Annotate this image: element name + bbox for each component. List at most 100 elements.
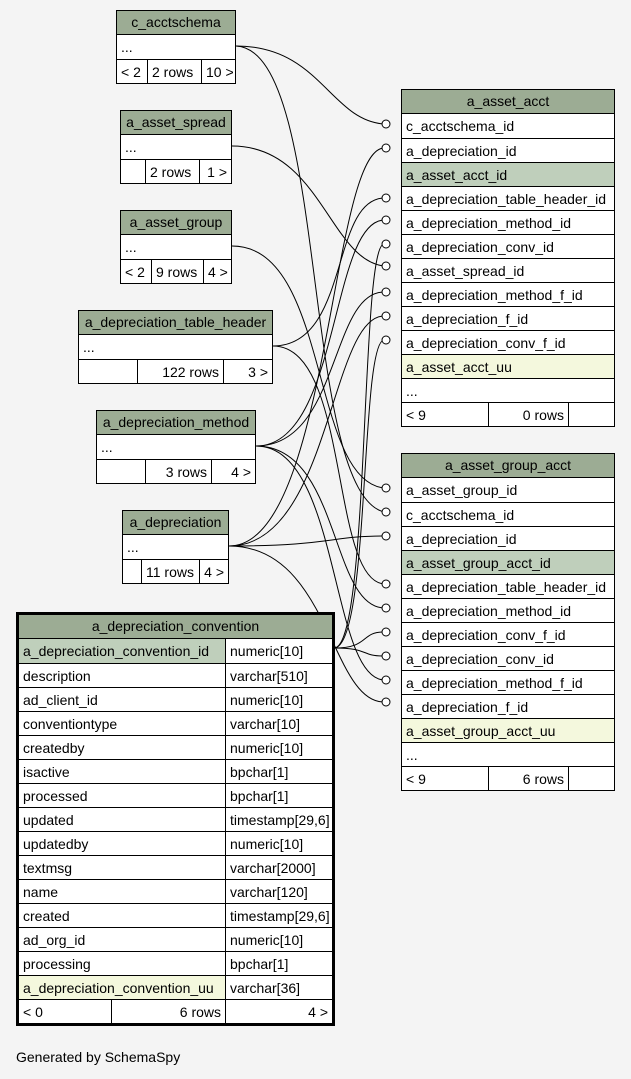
column-a-depreciation-f-id[interactable]: a_depreciation_f_id: [406, 699, 529, 715]
column-a-depreciation-conv-f-id[interactable]: a_depreciation_conv_f_id: [406, 335, 566, 351]
table-a-depreciation-table-header[interactable]: a_depreciation_table_header ... 122 rows…: [78, 310, 273, 384]
column-name[interactable]: ad_org_id: [23, 932, 86, 948]
column-a-asset-spread-id[interactable]: a_asset_spread_id: [406, 263, 525, 279]
column-row[interactable]: processed bpchar[1]: [19, 783, 332, 807]
column-a-depreciation-conv-f-id[interactable]: a_depreciation_conv_f_id: [406, 627, 566, 643]
column-row[interactable]: updated timestamp[29,6]: [19, 807, 332, 831]
column-name[interactable]: name: [23, 884, 59, 900]
column-name[interactable]: a_depreciation_convention_uu: [23, 980, 214, 996]
table-a-asset-group-acct[interactable]: a_asset_group_acct a_asset_group_id c_ac…: [401, 453, 615, 791]
footer-rows: 122 rows: [137, 360, 223, 383]
column-name[interactable]: ad_client_id: [23, 692, 98, 708]
footer-parents[interactable]: [79, 360, 137, 383]
column-type: timestamp[29,6]: [225, 808, 332, 831]
column-a-asset-group-acct-id[interactable]: a_asset_group_acct_id: [406, 555, 551, 571]
column-a-asset-acct-uu[interactable]: a_asset_acct_uu: [406, 359, 512, 375]
column-a-depreciation-method-id[interactable]: a_depreciation_method_id: [406, 603, 572, 619]
column-name[interactable]: created: [23, 908, 70, 924]
column-name[interactable]: createdby: [23, 740, 85, 756]
column-name[interactable]: isactive: [23, 764, 70, 780]
footer-children[interactable]: 4 >: [211, 460, 255, 483]
column-a-depreciation-table-header-id[interactable]: a_depreciation_table_header_id: [406, 579, 607, 595]
footer-parents[interactable]: < 9: [406, 771, 426, 787]
footer-children[interactable]: [568, 403, 614, 426]
table-title[interactable]: a_depreciation_convention: [19, 615, 332, 639]
footer-parents[interactable]: [121, 160, 145, 183]
table-title[interactable]: a_depreciation_table_header: [79, 311, 272, 335]
table-title[interactable]: a_asset_group: [121, 211, 231, 235]
column-name[interactable]: processed: [23, 788, 88, 804]
column-a-depreciation-id[interactable]: a_depreciation_id: [406, 531, 517, 547]
column-type: bpchar[1]: [225, 784, 332, 807]
footer-parents[interactable]: < 9: [406, 407, 426, 423]
column-a-asset-group-acct-uu[interactable]: a_asset_group_acct_uu: [406, 723, 556, 739]
footer-rows: 2 rows: [147, 60, 201, 83]
column-name[interactable]: updated: [23, 812, 74, 828]
column-row[interactable]: updatedby numeric[10]: [19, 831, 332, 855]
column-a-depreciation-table-header-id[interactable]: a_depreciation_table_header_id: [406, 191, 607, 207]
footer-children[interactable]: 10 >: [201, 60, 235, 83]
footer-rows: 11 rows: [141, 560, 199, 583]
column-type: varchar[2000]: [225, 856, 332, 879]
table-a-depreciation[interactable]: a_depreciation ... 11 rows 4 >: [122, 510, 229, 584]
table-a-depreciation-convention[interactable]: a_depreciation_convention a_depreciation…: [16, 612, 335, 1026]
column-a-depreciation-method-f-id[interactable]: a_depreciation_method_f_id: [406, 675, 583, 691]
footer-parents[interactable]: [97, 460, 145, 483]
column-a-depreciation-method-f-id[interactable]: a_depreciation_method_f_id: [406, 287, 583, 303]
column-row[interactable]: ad_org_id numeric[10]: [19, 927, 332, 951]
table-title[interactable]: a_asset_acct: [402, 90, 614, 114]
table-c-acctschema[interactable]: c_acctschema ... < 2 2 rows 10 >: [116, 10, 236, 84]
column-name[interactable]: processing: [23, 956, 91, 972]
footer-parents[interactable]: [123, 560, 141, 583]
table-title[interactable]: a_asset_group_acct: [402, 454, 614, 478]
column-type: varchar[36]: [225, 976, 332, 999]
column-type: numeric[10]: [225, 832, 332, 855]
footer-children[interactable]: 4 >: [203, 260, 231, 283]
table-title[interactable]: a_depreciation: [123, 511, 228, 535]
column-name[interactable]: textmsg: [23, 860, 73, 876]
footer-parents[interactable]: < 0: [23, 1004, 43, 1020]
column-row[interactable]: description varchar[510]: [19, 663, 332, 687]
footer-children[interactable]: 4 >: [225, 1000, 332, 1023]
column-name[interactable]: conventiontype: [23, 716, 118, 732]
column-a-depreciation-conv-id[interactable]: a_depreciation_conv_id: [406, 651, 554, 667]
column-row[interactable]: a_depreciation_convention_uu varchar[36]: [19, 975, 332, 999]
column-row[interactable]: textmsg varchar[2000]: [19, 855, 332, 879]
column-a-depreciation-f-id[interactable]: a_depreciation_f_id: [406, 311, 529, 327]
table-title[interactable]: a_depreciation_method: [97, 411, 255, 435]
table-a-asset-group[interactable]: a_asset_group ... < 2 9 rows 4 >: [120, 210, 232, 284]
footer-parents[interactable]: < 2: [121, 64, 141, 80]
column-a-depreciation-conv-id[interactable]: a_depreciation_conv_id: [406, 239, 554, 255]
footer-children[interactable]: 1 >: [199, 160, 231, 183]
table-a-asset-acct[interactable]: a_asset_acct c_acctschema_id a_depreciat…: [401, 89, 615, 427]
column-type: varchar[510]: [225, 664, 332, 687]
column-a-depreciation-id[interactable]: a_depreciation_id: [406, 143, 517, 159]
table-a-asset-spread[interactable]: a_asset_spread ... 2 rows 1 >: [120, 110, 232, 184]
column-c-acctschema-id[interactable]: c_acctschema_id: [406, 507, 515, 523]
column-c-acctschema-id[interactable]: c_acctschema_id: [406, 118, 515, 134]
column-a-depreciation-method-id[interactable]: a_depreciation_method_id: [406, 215, 572, 231]
column-a-asset-acct-id[interactable]: a_asset_acct_id: [406, 167, 508, 183]
column-type: numeric[10]: [225, 928, 332, 951]
table-a-depreciation-method[interactable]: a_depreciation_method ... 3 rows 4 >: [96, 410, 256, 484]
column-name[interactable]: updatedby: [23, 836, 89, 852]
column-name[interactable]: description: [23, 668, 91, 684]
footer-children[interactable]: [568, 767, 614, 790]
table-title[interactable]: a_asset_spread: [121, 111, 231, 135]
footer-rows: 9 rows: [151, 260, 203, 283]
table-title[interactable]: c_acctschema: [117, 11, 235, 35]
footer-children[interactable]: 4 >: [199, 560, 228, 583]
footer-parents[interactable]: < 2: [125, 264, 145, 280]
column-name[interactable]: a_depreciation_convention_id: [23, 643, 210, 659]
footer-children[interactable]: 3 >: [223, 360, 272, 383]
footer-rows: 2 rows: [145, 160, 199, 183]
column-a-asset-group-id[interactable]: a_asset_group_id: [406, 482, 518, 498]
